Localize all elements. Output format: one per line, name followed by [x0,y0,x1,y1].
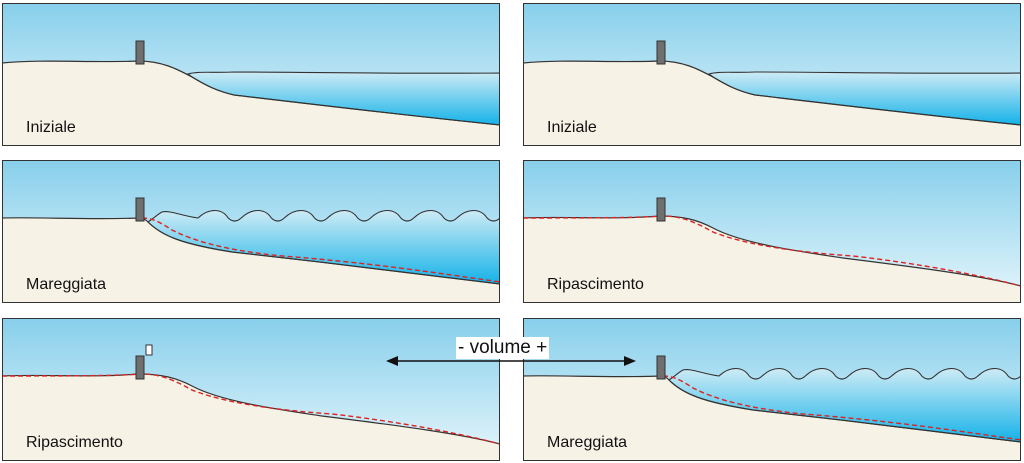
beach-profile-line [523,60,1021,126]
beach-profile-line [2,217,500,285]
arrow-head-right [624,356,636,366]
scene-storm [523,318,1021,461]
panel-label: Iniziale [547,119,597,136]
previous-profile-dashed [662,375,1021,441]
panel-nourishment-right: Ripascimento [523,160,1021,303]
groyne-post [656,40,666,65]
groyne-post [656,355,666,380]
beach-sand [2,374,500,461]
panel-label: Iniziale [26,119,76,136]
beach-sand [2,217,500,303]
panel-initial-right: Iniziale [523,3,1021,146]
panel-frame [523,3,1021,146]
beach-profile-line [2,60,500,126]
groyne-post [135,197,145,222]
panel-frame [2,3,500,146]
arrow-head-left [386,356,398,366]
groyne-post [656,197,666,222]
previous-profile-dashed [523,215,1021,287]
groyne-post [135,355,145,380]
scene-initial [523,3,1021,146]
beach-sand [2,61,500,146]
scene-storm [2,160,500,303]
panel-frame [523,160,1021,303]
groyne-post [135,40,145,65]
scene-initial [2,3,500,146]
volume-label: - volume + [456,337,550,359]
panel-nourishment-left: Ripascimento [2,318,500,461]
marker-box [145,344,153,356]
panel-storm-left: Mareggiata [2,160,500,303]
beach-sand [523,375,1021,461]
beach-sand [523,216,1021,303]
panel-label: Ripascimento [26,434,123,451]
storm-waves [147,209,500,285]
beach-profile-line [523,375,1021,443]
storm-waves [668,367,1021,443]
panel-storm-right: Mareggiata [523,318,1021,461]
panel-frame [2,318,500,461]
beach-sand [523,61,1021,146]
panel-label: Mareggiata [547,434,628,451]
scene-nourishment [523,160,1021,303]
panel-frame [523,318,1021,461]
scene-nourishment [2,318,500,461]
volume-double-arrow [386,356,636,366]
panel-label: Mareggiata [26,276,107,293]
panel-frame [2,160,500,303]
previous-profile-dashed [141,217,500,283]
panel-initial-left: Iniziale [2,3,500,146]
previous-profile-dashed [2,373,500,445]
panel-label: Ripascimento [547,276,644,293]
